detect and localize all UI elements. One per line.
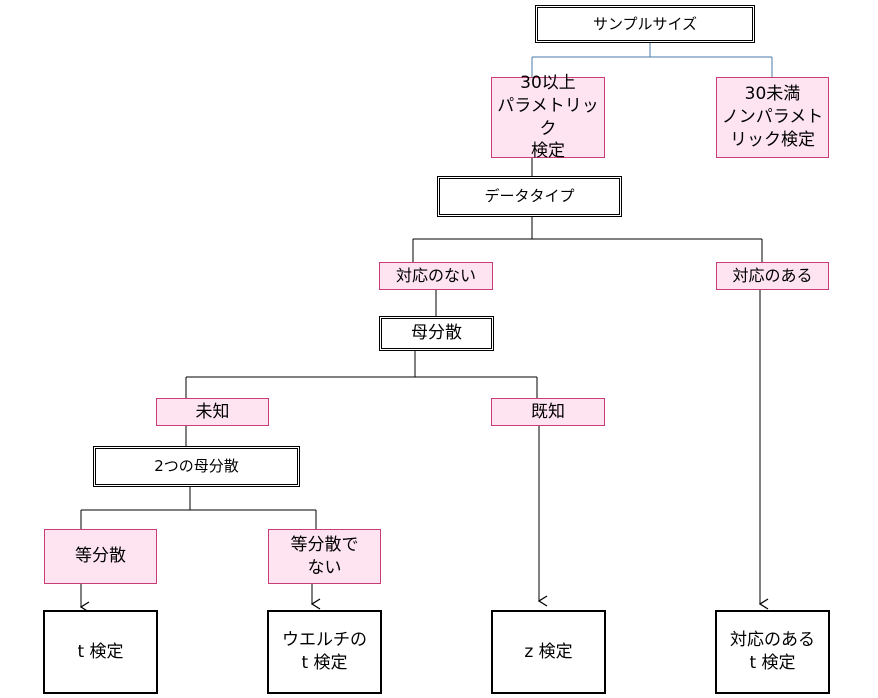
paired-t-test-result: 対応のある t 検定: [715, 610, 830, 694]
under30-nonparametric-node: 30未満 ノンパラメト リック検定: [716, 77, 829, 158]
equal-variance-node: 等分散: [44, 529, 157, 584]
pop-variance-node: 母分散: [379, 316, 494, 351]
paired-node: 対応のある: [716, 262, 829, 290]
known-node: 既知: [491, 398, 605, 426]
t-test-result: t 検定: [43, 610, 158, 694]
two-pop-variance-node: 2つの母分散: [93, 446, 300, 487]
over30-parametric-node: 30以上 パラメトリック 検定: [491, 73, 605, 161]
sample-size-connector: [531, 42, 773, 77]
data-type-node: データタイプ: [437, 176, 622, 217]
welch-t-test-result: ウエルチの t 検定: [267, 610, 382, 694]
sample-size-node: サンプルサイズ: [535, 5, 755, 43]
z-test-result: z 検定: [491, 610, 606, 694]
unpaired-node: 対応のない: [379, 262, 493, 290]
unknown-node: 未知: [156, 398, 269, 426]
unequal-variance-node: 等分散で ない: [268, 529, 381, 584]
